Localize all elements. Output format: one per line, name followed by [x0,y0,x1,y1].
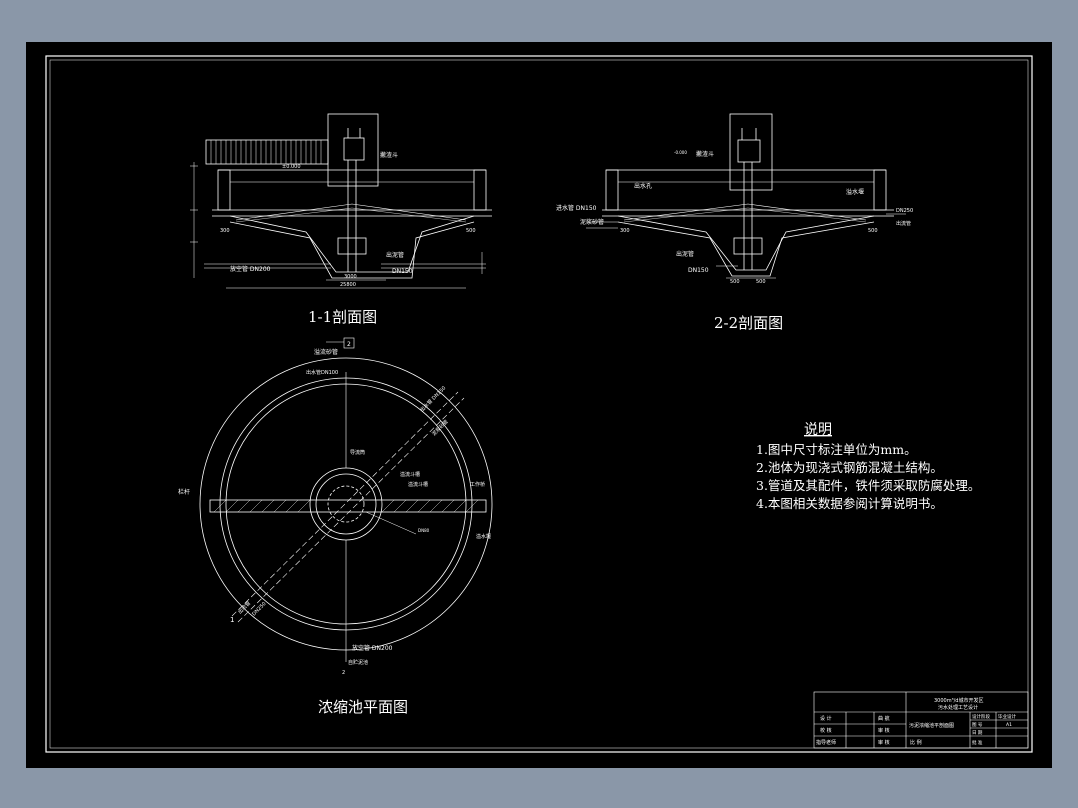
cell-sheet-value: A1 [1006,722,1012,728]
label-inlet-pipe: 进水管 DN150 [556,204,597,212]
section-2-2 [586,113,906,279]
title-plan-view: 浓缩池平面图 [318,698,408,716]
label-mark-l2: 2 [342,670,345,676]
label-top-mark: -0.000 [674,150,687,155]
label-bottom-pipe-plan: 放空管 DN200 [352,644,393,652]
project-line-1: 3000m³/d城市开发区 [934,697,983,704]
label-work-bridge: 工作桥 [470,481,485,488]
cell-scale-label: 比 例 [910,739,922,746]
cell-sheet-label: 图 号 [972,722,983,728]
note-4: 4.本图相关数据参阅计算说明书。 [756,496,943,511]
label-dim-a: 500 [730,279,740,285]
label-dim-500-b: 500 [868,228,878,234]
cell-guide: 指导老师 [816,739,836,746]
cell-approve-label: 批 准 [972,739,983,746]
section-1-1-labels: 撇渣斗 ±0.000 300 500 出泥管 DN150 放空管 DN200 3… [220,151,476,326]
label-outflow: 出流管 [896,220,911,227]
cell-sign-1: 曲 航 [878,715,890,722]
label-level: ±0.000 [282,164,301,170]
cell-sign-3: 审 核 [878,739,890,746]
title-block-text: 3000m³/d城市开发区 污水处理工艺设计 污泥浓缩池平剖面图 设 计 校 核… [816,697,1016,746]
notes-heading: 说明 [804,422,832,438]
label-lower-diag-1: 出流管 [236,600,252,616]
label-inlet-top: 出水管DN100 [306,369,338,376]
note-1: 1.图中尺寸标注单位为mm。 [756,442,917,457]
label-dim-25800: 25800 [340,282,356,288]
label-dim-b: 500 [756,279,766,285]
label-ring-1: 溢流斗槽 [400,471,420,478]
label-dn150-b: DN150 [688,267,709,274]
label-funnel: 撇渣斗 [696,150,714,158]
label-bottom-pipe: 出泥管 [676,250,694,258]
label-ring-2: 溢流斗槽 [408,481,428,488]
label-dim-500: 500 [466,228,476,234]
label-dn150: DN150 [392,268,413,275]
label-sand-pipe: 泥浆砂管 [580,218,604,226]
cell-date-label: 日 期 [972,730,983,736]
work-bridge-plan [209,499,487,513]
cell-sign-2: 审 核 [878,727,890,734]
work-bridge-railing [205,139,329,165]
label-dim-300: 300 [220,228,230,234]
label-mark-2-top: 2 [347,341,351,348]
label-weir: 溢水堰 [846,188,864,196]
label-hole: 出水孔 [634,182,652,190]
drive-housing [327,113,379,187]
cell-stage-value: 毕业设计 [998,713,1016,720]
project-line-2: 污水处理工艺设计 [938,704,978,711]
cell-stage-label: 设计阶段 [972,713,990,720]
cad-drawing: 撇渣斗 ±0.000 300 500 出泥管 DN150 放空管 DN200 3… [45,55,1033,753]
drawing-name: 污泥浓缩池平剖面图 [909,722,954,729]
cell-check: 校 核 [820,727,832,734]
label-bottom-sub: 自贮泥池 [348,659,368,666]
label-dim-300-b: 300 [620,228,630,234]
drawing-sheet: 撇渣斗 ±0.000 300 500 出泥管 DN150 放空管 DN200 3… [26,42,1052,768]
notes: 说明 1.图中尺寸标注单位为mm。 2.池体为现浇式钢筋混凝土结构。 3.管道及… [756,422,980,511]
plan-view [199,337,493,662]
note-2: 2.池体为现浇式钢筋混凝土结构。 [756,460,943,475]
label-mark-1: 1 [230,616,234,624]
label-lower-diag-2: DN250 [251,601,267,617]
label-diag-1: 出水管 DN150 [418,385,447,414]
title-section-1-1: 1-1剖面图 [308,308,377,326]
label-right-weir: 溢水堰 [476,533,491,540]
section-2-2-labels: -0.000 撇渣斗 出水孔 进水管 DN150 泥浆砂管 溢水堰 DN250 … [556,150,913,332]
section-1-1 [190,113,492,289]
label-overflow: 溢流砂管 [314,348,338,356]
label-dn250: DN250 [896,208,913,214]
label-outlet-pipe: 出泥管 [386,251,404,259]
title-section-2-2: 2-2剖面图 [714,314,783,332]
label-skimmer: 撇渣斗 [380,151,398,159]
outer-frame [45,55,1033,753]
title-block [813,691,1029,749]
label-rail: 栏杆 [178,488,190,496]
label-dn80: DN80 [418,528,430,533]
label-drain-pipe: 放空管 DN200 [230,265,271,273]
drive-housing-2 [729,113,773,191]
note-3: 3.管道及其配件，铁件须采取防腐处理。 [756,478,980,493]
center-ring-outer [309,467,383,541]
cell-design: 设 计 [820,715,832,722]
label-center-pipe: 导流筒 [350,449,365,456]
inner-frame [49,59,1029,749]
plan-view-labels: 溢流砂管 2 出水管DN100 出水管 DN150 泥浆砂管 导流筒 溢流斗槽 … [178,341,491,716]
label-dim-3000: 3000 [344,274,357,280]
